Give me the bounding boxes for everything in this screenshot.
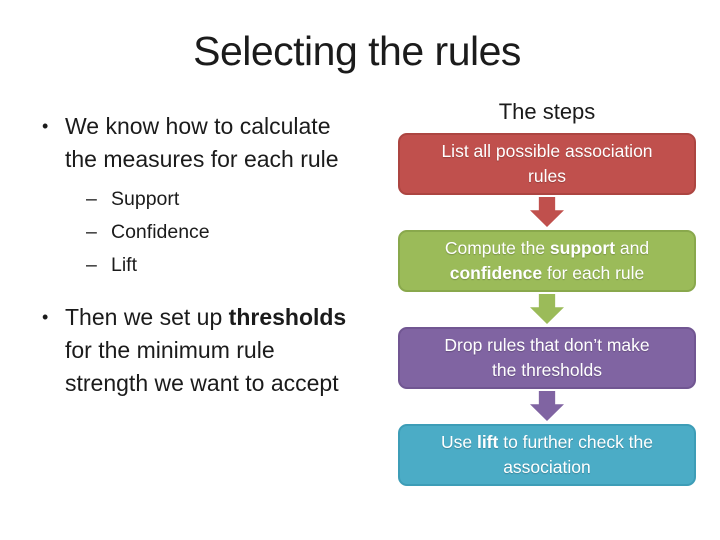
down-arrow-icon [530,294,564,324]
text-segment: Use [440,432,477,452]
text-segment: Drop rules that don’t make the threshold… [444,335,650,380]
bullet-list: • We know how to calculate the measures f… [30,110,392,412]
text-segment: thresholds [228,304,347,330]
step-text: Use lift to further check the associatio… [441,430,653,480]
step-box-use-lift: Use lift to further check the associatio… [398,424,696,486]
text-segment: lift [476,432,499,452]
text-segment: to further check the association [503,432,654,477]
text-segment: Compute the [444,238,550,258]
bullet-text: Lift [111,254,137,277]
step-box-list-rules: List all possible association rules [398,133,696,195]
down-arrow-icon [530,197,564,227]
text-segment: Lift [111,254,138,276]
step-text: Drop rules that don’t make the threshold… [444,333,649,383]
text-segment: support [549,238,616,258]
bullet-item-3: –Lift [86,254,392,277]
bullet-item-2: –Confidence [86,221,392,244]
bullet-item-4: • Then we set up thresholds for the minim… [42,301,392,400]
bullet-item-1: –Support [86,188,392,211]
bullet-text: Then we set up thresholds for the minimu… [65,301,346,400]
step-box-drop-rules: Drop rules that don’t make the threshold… [398,327,696,389]
text-segment: confidence [449,263,543,283]
text-segment: for each rule [542,263,645,283]
bullet-text: We know how to calculate the measures fo… [65,110,339,176]
text-segment: for the minimum rule strength we want to… [65,337,339,396]
bullet-marker: – [86,254,97,276]
bullet-marker: • [42,307,49,327]
steps-heading: The steps [498,99,596,124]
down-arrow-icon [530,391,564,421]
bullet-marker: – [86,188,97,210]
step-box-compute-support-confidence: Compute the support and confidence for e… [398,230,696,292]
text-segment: List all possible association rules [441,141,653,186]
step-text: List all possible association rules [441,139,652,189]
bullet-marker: – [86,221,97,243]
text-segment: Confidence [111,221,210,243]
bullet-item-0: • We know how to calculate the measures f… [42,110,392,176]
slide-title: Selecting the rules [193,28,521,74]
text-segment: and [619,238,650,258]
text-segment: Then we set up [65,304,229,330]
bullet-text: Confidence [111,221,210,244]
text-segment: We know how to calculate the measures fo… [65,113,339,172]
step-text: Compute the support and confidence for e… [445,236,649,286]
steps-panel: The steps List all possible association … [398,97,696,486]
bullet-text: Support [111,188,179,211]
bullet-marker: • [42,116,49,136]
text-segment: Support [111,188,180,210]
